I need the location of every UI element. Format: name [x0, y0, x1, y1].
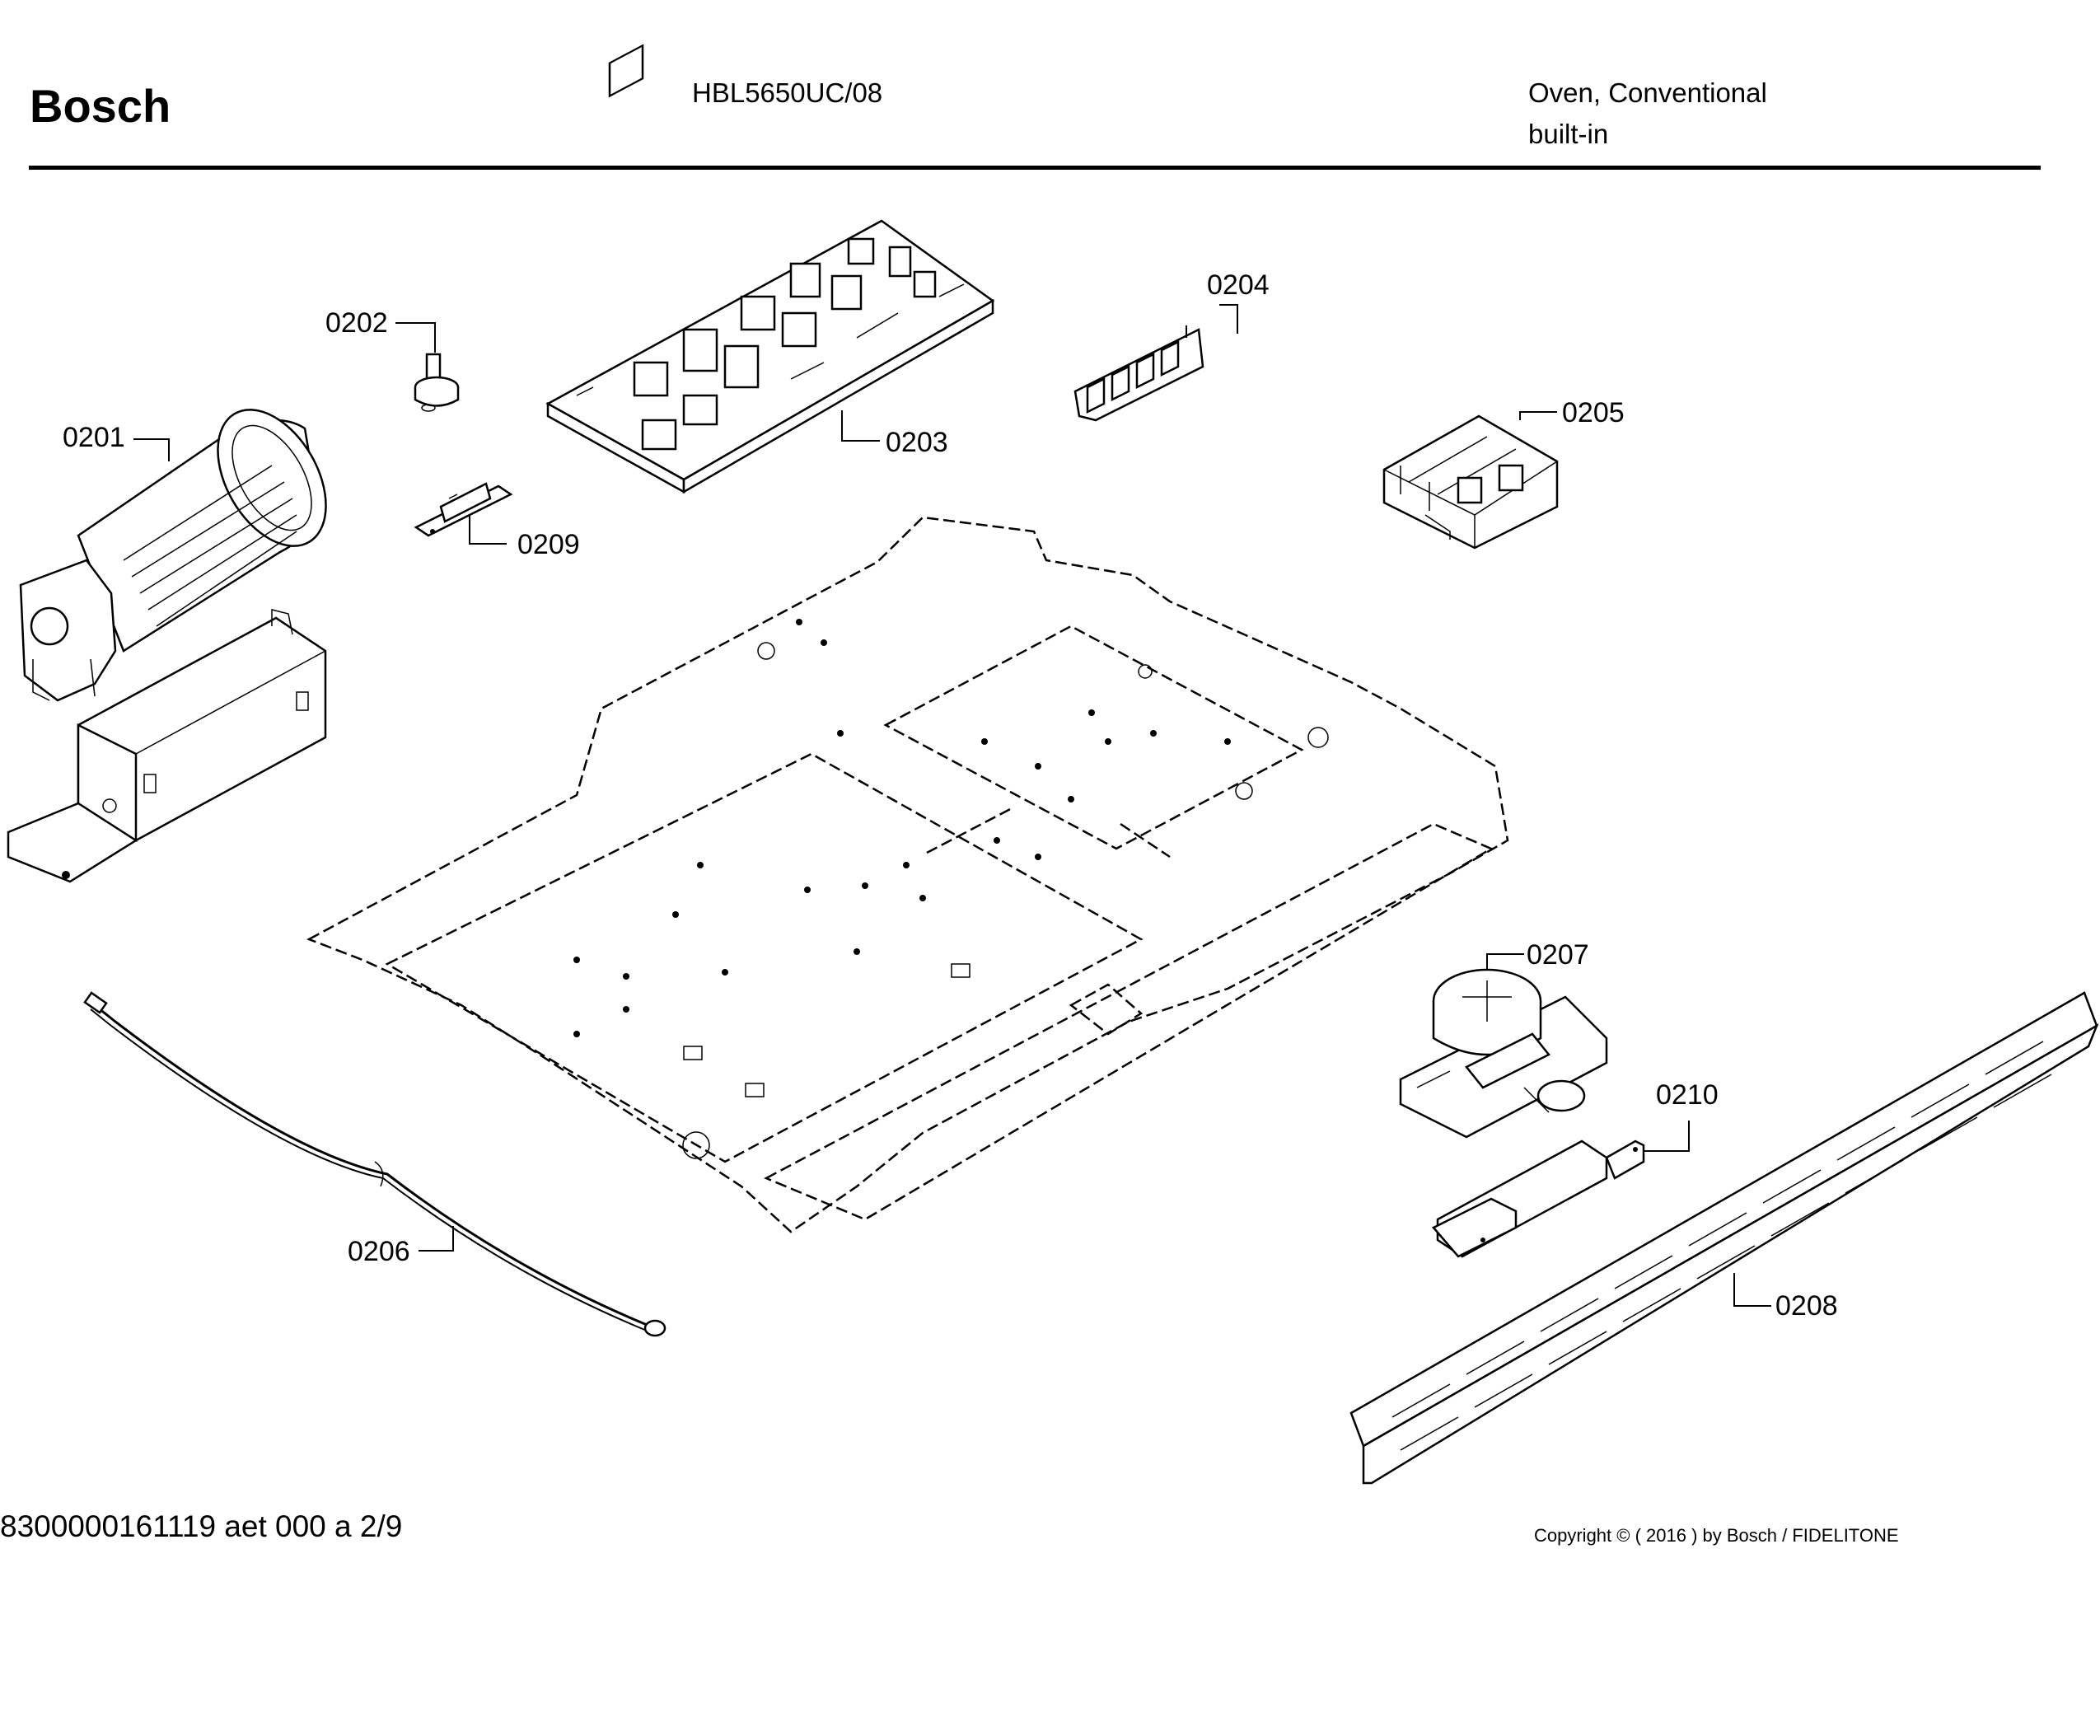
part-label-0207: 0207	[1527, 939, 1589, 971]
part-label-0205: 0205	[1562, 397, 1625, 428]
leader-0207	[1486, 953, 1524, 971]
product-type: Oven, Conventional	[1528, 77, 1767, 108]
brand-logo-text: Bosch	[30, 80, 171, 132]
product-subtype: built-in	[1528, 119, 1609, 149]
part-label-0209: 0209	[517, 529, 580, 560]
part-0204-connector-strip[interactable]	[1073, 328, 1204, 422]
leader-0208	[1733, 1273, 1771, 1307]
leader-0203	[841, 410, 880, 442]
model-number: HBL5650UC/08	[692, 77, 883, 108]
part-0201-fan-motor[interactable]	[19, 391, 348, 702]
part-0207-door-lock-motor[interactable]	[1399, 968, 1608, 1139]
part-label-0210: 0210	[1656, 1079, 1719, 1111]
document-id: 8300000161119 aet 000 a 2/9	[0, 1509, 403, 1543]
header-divider	[29, 166, 2041, 170]
leader-0201	[133, 438, 170, 461]
part-0206-wire-harness[interactable]	[83, 991, 666, 1337]
copyright-notice: Copyright © ( 2016 ) by Bosch / FIDELITO…	[1534, 1525, 1899, 1546]
part-0210-lock-bracket[interactable]	[1432, 1139, 1645, 1258]
part-0208-rail[interactable]	[1349, 991, 2099, 1485]
part-0209-bracket[interactable]	[414, 482, 513, 537]
main-base-panel	[306, 516, 1509, 1233]
leader-0205	[1519, 411, 1557, 420]
leader-0204	[1186, 304, 1238, 338]
leader-0210	[1644, 1121, 1690, 1152]
leader-0202	[395, 322, 436, 353]
part-label-0204: 0204	[1207, 269, 1270, 301]
part-label-0201: 0201	[63, 422, 125, 453]
part-label-0203: 0203	[886, 427, 948, 458]
part-0201-mount-bracket[interactable]	[7, 609, 327, 883]
leader-0206	[419, 1226, 454, 1252]
part-0203-control-board[interactable]	[545, 44, 995, 494]
part-label-0202: 0202	[325, 307, 388, 339]
part-label-0206: 0206	[348, 1236, 410, 1267]
part-label-0208: 0208	[1775, 1290, 1838, 1322]
part-0205-terminal-block[interactable]	[1382, 414, 1559, 550]
leader-0209	[469, 515, 507, 545]
part-0202-thermostat[interactable]	[414, 353, 460, 412]
